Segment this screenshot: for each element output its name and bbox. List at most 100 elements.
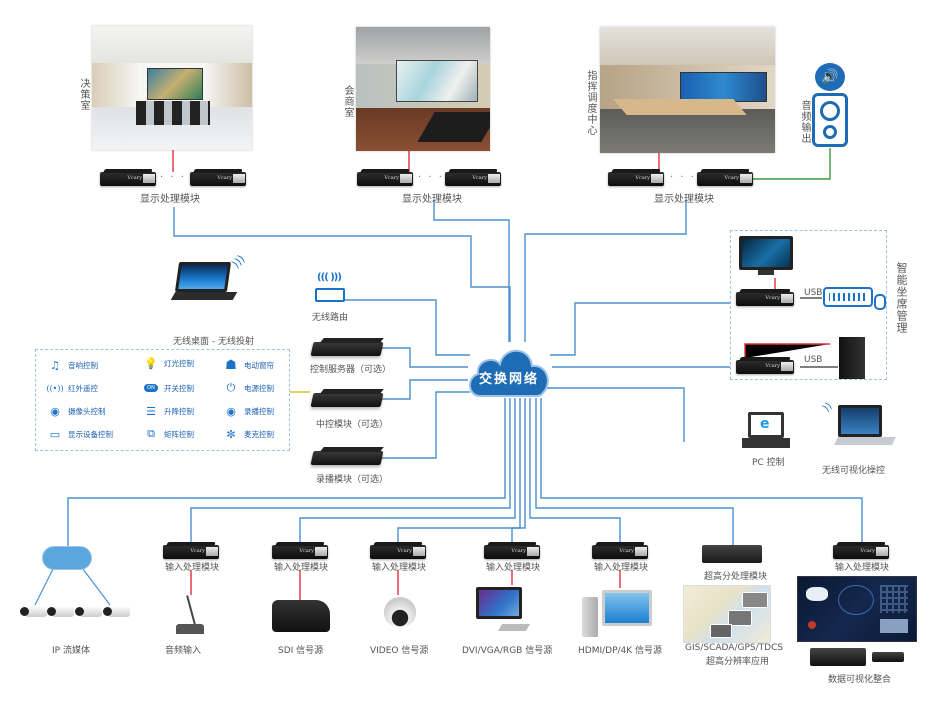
room-label-consult: 会商室: [342, 85, 353, 118]
wireless-desktop-label: 无线桌面 - 无线投射: [173, 337, 254, 347]
on-switch-icon: ON: [144, 382, 158, 394]
ctrl-audio[interactable]: ♫音响控制: [48, 359, 98, 372]
loudspeaker-icon: [812, 93, 848, 147]
usb-label-1: USB: [804, 288, 823, 298]
input-module: Vcary: [833, 545, 889, 559]
input-module-label: 输入处理模块: [165, 563, 220, 573]
input-module: Vcary: [272, 545, 328, 559]
ctrl-record[interactable]: ◉录播控制: [224, 404, 274, 418]
input-module-label: 输入处理模块: [486, 563, 541, 573]
data-visualization-screen: [797, 576, 917, 642]
line-central-ctrl: [380, 379, 468, 400]
gis-map-image: [683, 585, 771, 643]
control-server-label: 控制服务器（可选）: [310, 365, 392, 375]
input-module: Vcary: [163, 545, 219, 559]
gis-label: GIS/SCADA/GPS/TDCS: [685, 643, 784, 653]
control-server-device: [310, 342, 384, 356]
display-module: Vcary: [100, 172, 156, 186]
speaker-icon: 🔊: [815, 63, 845, 91]
data-visualization-label: 数据可视化整合: [828, 675, 892, 685]
input-module: Vcary: [484, 545, 540, 559]
line-dvi: [511, 398, 526, 545]
display-module: Vcary: [445, 172, 501, 186]
curtain-icon: ☗: [225, 357, 237, 373]
input-module: Vcary: [592, 545, 648, 559]
keyboard-icon: [823, 287, 873, 307]
sdi-source-label: SDI 信号源: [278, 646, 324, 656]
audio-input-label: 音频输入: [165, 646, 202, 656]
display-module: Vcary: [190, 172, 246, 186]
ctrl-lift[interactable]: ☰升降控制: [144, 404, 194, 418]
monitor-icon: ▭: [49, 427, 61, 441]
ctrl-light[interactable]: 💡灯光控制: [144, 356, 194, 370]
display-module: Vcary: [608, 172, 664, 186]
usb-label-2: USB: [804, 355, 823, 365]
hdmi-source-label: HDMI/DP/4K 信号源: [578, 646, 663, 656]
ctrl-curtain[interactable]: ☗电动窗帘: [225, 357, 274, 373]
ip-stream-label: IP 流媒体: [52, 646, 90, 656]
module-separator: · · ·: [418, 172, 444, 183]
microphone-icon: ✼: [226, 427, 236, 441]
ip-camera-icon: [20, 606, 47, 617]
ctrl-power[interactable]: ⏻电源控制: [224, 381, 274, 394]
pc-tower-icon: [839, 337, 865, 379]
hdmi-monitor-icon: [602, 590, 652, 626]
line-pc: [545, 387, 685, 442]
ctrl-infrared[interactable]: ((•))红外遥控: [46, 383, 98, 393]
line-dataviz: [540, 398, 863, 545]
line-kvm1: [550, 302, 730, 356]
dome-camera-icon: ◉: [50, 404, 60, 418]
input-module-label: 输入处理模块: [835, 563, 890, 573]
wireless-visual-label: 无线可视化操控: [822, 466, 886, 476]
pc-control-label: PC 控制: [752, 458, 785, 468]
keyboard-icon: [497, 624, 531, 631]
ip-camera-icon: [47, 606, 74, 617]
room-label-decision: 决策室: [78, 78, 89, 111]
dvr-device-icon: [810, 648, 866, 666]
ctrl-matrix[interactable]: ⧉矩阵控制: [144, 427, 194, 440]
ctrl-microphone[interactable]: ✼麦克控制: [224, 427, 274, 441]
gis-label-2: 超高分辨率应用: [706, 657, 770, 667]
ultra-hd-server-icon: [702, 545, 762, 563]
record-icon: ◉: [226, 404, 236, 418]
input-module-label: 输入处理模块: [594, 563, 649, 573]
command-center-photo: [600, 27, 775, 153]
smart-seat-box: Vcary USB Vcary USB: [730, 230, 887, 380]
wireless-visual-laptop-icon: [834, 405, 896, 453]
seat-kvm-module: Vcary: [736, 360, 794, 374]
power-icon: ⏻: [226, 381, 236, 394]
consult-room-photo: [356, 27, 490, 151]
ip-camera-icon: [75, 606, 102, 617]
line-video: [397, 398, 521, 545]
switching-network-hub: 交换网络: [466, 340, 552, 400]
lift-icon: ☰: [146, 404, 156, 418]
mouse-icon: [874, 294, 886, 310]
wireless-router-icon: ((( ))): [312, 272, 346, 304]
display-module-label: 显示处理模块: [140, 194, 200, 205]
dvi-source-label: DVI/VGA/RGB 信号源: [462, 646, 553, 656]
seat-monitor-icon: [739, 236, 793, 270]
infrared-icon: ((•)): [46, 383, 64, 393]
line-hdmi: [529, 398, 621, 545]
small-box-device-icon: [872, 652, 904, 662]
mac-pro-tower-icon: [582, 597, 598, 637]
matrix-icon: ⧉: [147, 427, 155, 440]
ctrl-display[interactable]: ▭显示设备控制: [49, 427, 113, 441]
recording-module-label: 录播模块（可选）: [316, 475, 389, 485]
ctrl-camera[interactable]: ◉摄像头控制: [48, 404, 105, 418]
display-module-label: 显示处理模块: [654, 194, 714, 205]
hub-label: 交换网络: [478, 372, 539, 387]
ultra-hd-module-label: 超高分处理模块: [704, 572, 768, 582]
room-label-command: 指挥调度中心: [585, 70, 596, 136]
ip-cloud-icon: [42, 546, 92, 570]
central-control-device: [310, 393, 384, 407]
line-gis: [535, 398, 734, 545]
dome-camera-icon: [384, 597, 416, 627]
central-control-label: 中控模块（可选）: [316, 420, 389, 430]
wireless-laptop-icon: [170, 262, 238, 302]
line-recording: [380, 391, 470, 459]
display-module-label: 显示处理模块: [402, 194, 462, 205]
ie-logo-icon: e: [760, 416, 770, 432]
